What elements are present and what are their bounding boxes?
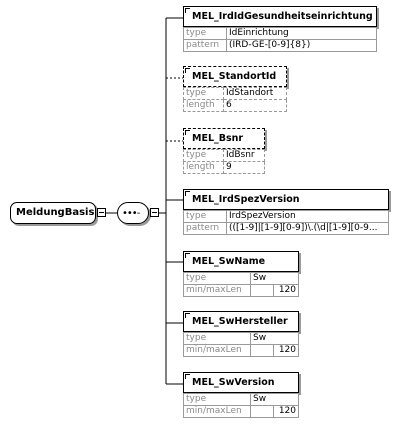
property-value-max: 120 bbox=[273, 284, 299, 297]
element-name: MEL_IrdIdGesundheitseinrichtung bbox=[192, 11, 373, 22]
property-key: type bbox=[183, 87, 224, 100]
element-icon bbox=[185, 68, 190, 73]
root-collapse-icon[interactable] bbox=[97, 208, 106, 217]
element-name: MEL_SwName bbox=[192, 256, 266, 267]
property-key: type bbox=[183, 332, 251, 345]
property-row: min/maxLen 120 bbox=[183, 405, 299, 418]
property-value bbox=[250, 405, 274, 418]
property-key: type bbox=[183, 27, 227, 40]
property-value: IdStandort bbox=[223, 87, 287, 100]
element-box-irdspezversion[interactable]: MEL_IrdSpezVersion bbox=[183, 189, 389, 210]
property-key: length bbox=[183, 161, 224, 174]
root-element-box[interactable]: MeldungBasis bbox=[10, 202, 96, 224]
property-value: IdEinrichtung bbox=[226, 27, 377, 40]
element-box-bsnr[interactable]: MEL_Bsnr bbox=[183, 128, 265, 149]
property-value: IrdSpezVersion bbox=[226, 210, 389, 223]
property-value: (([1-9]|[1-9][0-9])\.(\d|[1-9][0-9... bbox=[226, 222, 389, 235]
element-name: MEL_StandortId bbox=[192, 71, 277, 82]
property-key: type bbox=[183, 272, 251, 285]
property-row: pattern(([1-9]|[1-9][0-9])\.(\d|[1-9][0-… bbox=[183, 222, 389, 235]
sequence-collapse-icon[interactable] bbox=[150, 208, 159, 217]
property-row: min/maxLen 120 bbox=[183, 344, 299, 357]
property-key: length bbox=[183, 99, 224, 112]
property-key: min/maxLen bbox=[183, 284, 251, 297]
property-value: 9 bbox=[223, 161, 265, 174]
property-row: min/maxLen 120 bbox=[183, 284, 299, 297]
property-value: Sw bbox=[250, 393, 299, 406]
property-value-max: 120 bbox=[273, 405, 299, 418]
property-value bbox=[250, 344, 274, 357]
property-key: type bbox=[183, 149, 224, 162]
property-value: Sw bbox=[250, 272, 299, 285]
element-icon bbox=[185, 8, 190, 13]
sequence-compositor[interactable]: •••- bbox=[117, 202, 149, 224]
element-name: MEL_SwHersteller bbox=[192, 316, 288, 327]
element-name: MEL_IrdSpezVersion bbox=[192, 194, 300, 205]
element-box-swversion[interactable]: MEL_SwVersion bbox=[183, 372, 299, 393]
property-row: pattern(IRD-GE-[0-9]{8}) bbox=[183, 39, 377, 52]
element-icon bbox=[185, 313, 190, 318]
property-value-max: 120 bbox=[273, 344, 299, 357]
property-key: pattern bbox=[183, 222, 227, 235]
element-box-swhersteller[interactable]: MEL_SwHersteller bbox=[183, 311, 299, 332]
property-key: type bbox=[183, 210, 227, 223]
property-value: (IRD-GE-[0-9]{8}) bbox=[226, 39, 377, 52]
property-key: pattern bbox=[183, 39, 227, 52]
element-box-irdid[interactable]: MEL_IrdIdGesundheitseinrichtung bbox=[183, 6, 377, 27]
element-name: MEL_SwVersion bbox=[192, 377, 275, 388]
property-key: type bbox=[183, 393, 251, 406]
property-key: min/maxLen bbox=[183, 405, 251, 418]
element-box-standortid[interactable]: MEL_StandortId bbox=[183, 66, 287, 87]
property-key: min/maxLen bbox=[183, 344, 251, 357]
element-name: MEL_Bsnr bbox=[192, 133, 244, 144]
element-icon bbox=[185, 253, 190, 258]
property-value bbox=[250, 284, 274, 297]
property-value: IdBsnr bbox=[223, 149, 265, 162]
element-box-swname[interactable]: MEL_SwName bbox=[183, 251, 299, 272]
element-icon bbox=[185, 130, 190, 135]
sequence-icon: •••- bbox=[122, 208, 140, 219]
property-value: 6 bbox=[223, 99, 287, 112]
property-value: Sw bbox=[250, 332, 299, 345]
root-element-label: MeldungBasis bbox=[16, 207, 95, 218]
element-icon bbox=[185, 191, 190, 196]
element-icon bbox=[185, 374, 190, 379]
